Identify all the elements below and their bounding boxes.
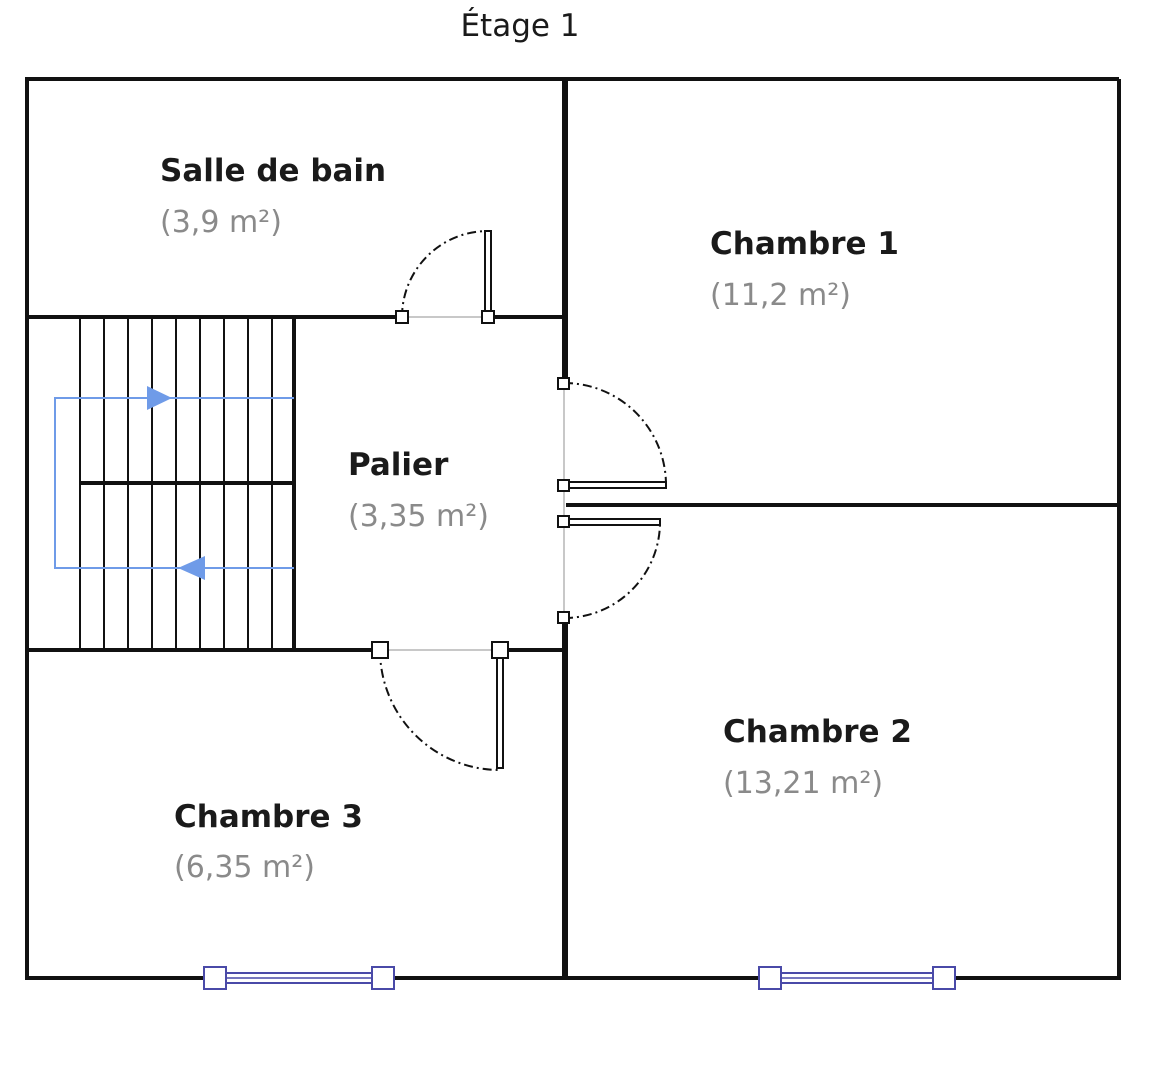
room-area-palier: (3,35 m²) xyxy=(348,499,489,534)
room-label-chambre-1: Chambre 1 xyxy=(710,226,899,262)
window-chambre-2 xyxy=(758,966,956,990)
door-chambre-1 xyxy=(557,377,667,492)
stair-arrow-up-icon xyxy=(147,386,172,410)
floor-title: Étage 1 xyxy=(460,8,580,44)
room-label-palier: Palier xyxy=(348,447,449,483)
door-salle-de-bain xyxy=(395,230,495,324)
room-area-chambre-3: (6,35 m²) xyxy=(174,850,315,885)
staircase xyxy=(54,317,296,650)
room-area-chambre-1: (11,2 m²) xyxy=(710,278,851,313)
stair-arrow-down-icon xyxy=(178,556,205,580)
door-chambre-2 xyxy=(557,515,661,624)
stair-direction-line xyxy=(54,397,294,569)
interior-walls xyxy=(27,79,1119,980)
room-area-chambre-2: (13,21 m²) xyxy=(723,766,884,801)
room-area-salle-de-bain: (3,9 m²) xyxy=(160,205,282,240)
room-label-salle-de-bain: Salle de bain xyxy=(160,153,387,189)
door-chambre-3 xyxy=(371,641,509,771)
door-openings xyxy=(380,316,565,651)
room-label-chambre-3: Chambre 3 xyxy=(174,799,363,835)
room-label-chambre-2: Chambre 2 xyxy=(723,714,912,750)
window-chambre-3 xyxy=(203,966,395,990)
